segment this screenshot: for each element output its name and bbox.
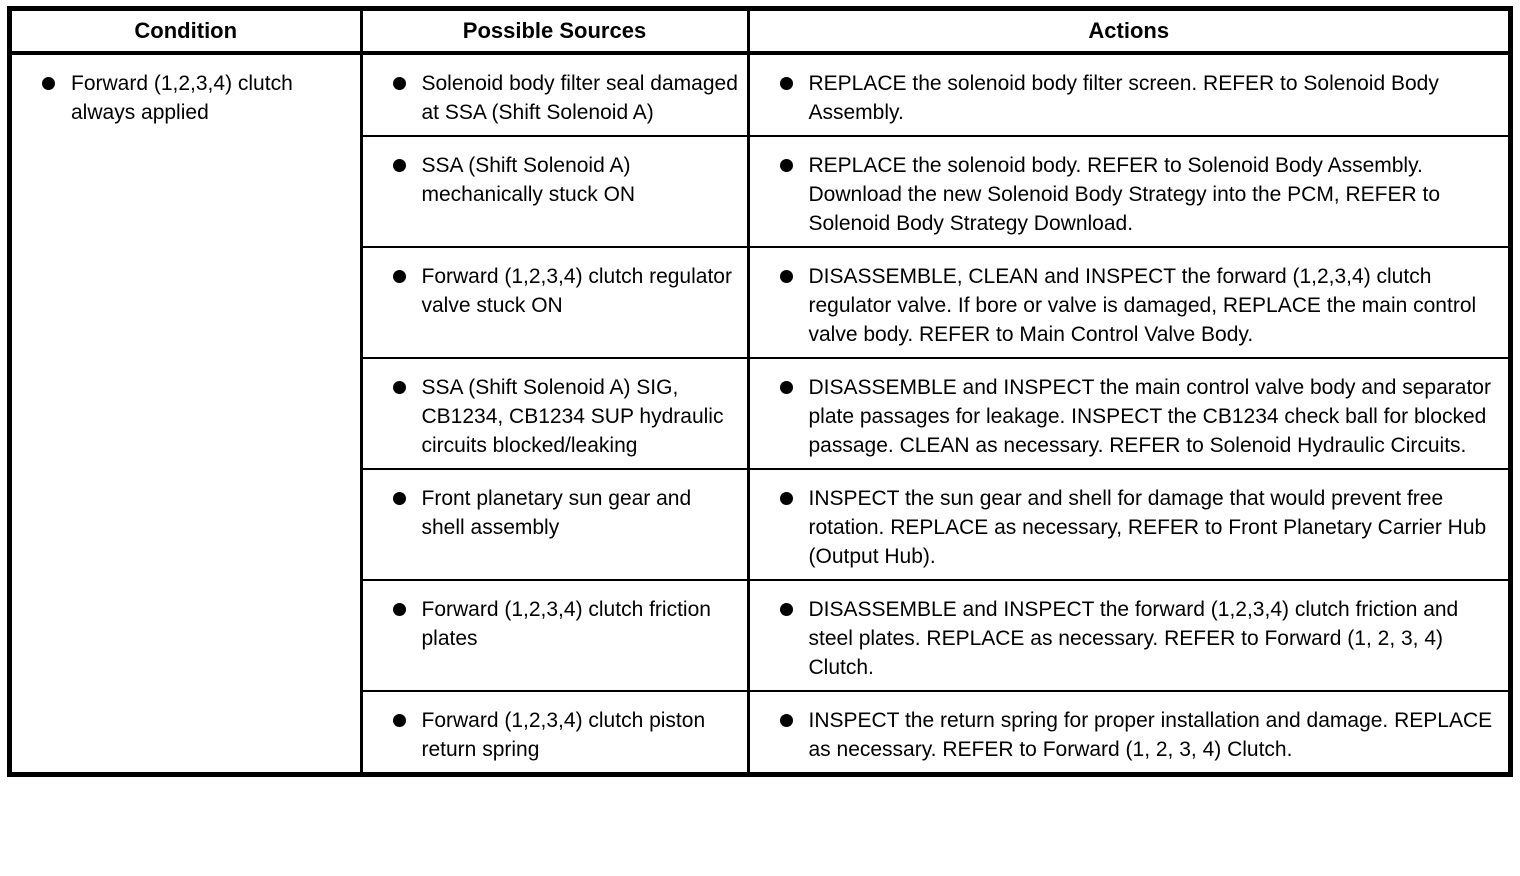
- table-row: Front planetary sun gear and shell assem…: [12, 468, 1508, 580]
- source-text: Forward (1,2,3,4) clutch regulator valve…: [421, 265, 732, 317]
- bullet-icon: [392, 77, 406, 90]
- bullet-icon: [779, 714, 793, 727]
- table-header-row: Condition Possible Sources Actions: [12, 11, 1508, 55]
- source-text: SSA (Shift Solenoid A) mechanically stuc…: [421, 154, 636, 206]
- action-cell: REPLACE the solenoid body. REFER to Sole…: [746, 135, 1508, 247]
- source-cell: Solenoid body filter seal damaged at SSA…: [359, 53, 748, 136]
- action-cell: DISASSEMBLE and INSPECT the forward (1,2…: [746, 579, 1508, 691]
- source-text: Forward (1,2,3,4) clutch friction plates: [421, 598, 711, 650]
- action-text: INSPECT the sun gear and shell for damag…: [808, 487, 1487, 568]
- action-text: REPLACE the solenoid body filter screen.…: [808, 72, 1439, 124]
- bullet-icon: [779, 381, 793, 394]
- condition-text: Forward (1,2,3,4) clutch always applied: [71, 72, 293, 124]
- action-text: DISASSEMBLE, CLEAN and INSPECT the forwa…: [808, 265, 1477, 346]
- action-cell: INSPECT the return spring for proper ins…: [746, 690, 1508, 772]
- diagnosis-table: Condition Possible Sources Actions Forwa…: [12, 11, 1508, 772]
- source-text: Solenoid body filter seal damaged at SSA…: [421, 72, 738, 124]
- column-header-actions: Actions: [746, 11, 1508, 55]
- table-row: Forward (1,2,3,4) clutch friction plates…: [12, 579, 1508, 691]
- column-header-condition: Condition: [12, 11, 361, 55]
- action-text: DISASSEMBLE and INSPECT the main control…: [808, 376, 1491, 457]
- action-cell: DISASSEMBLE and INSPECT the main control…: [746, 357, 1508, 469]
- source-cell: SSA (Shift Solenoid A) mechanically stuc…: [359, 135, 748, 247]
- bullet-icon: [779, 270, 793, 283]
- bullet-icon: [392, 714, 406, 727]
- source-cell: Forward (1,2,3,4) clutch friction plates: [359, 579, 748, 691]
- action-cell: REPLACE the solenoid body filter screen.…: [746, 53, 1508, 136]
- action-cell: DISASSEMBLE, CLEAN and INSPECT the forwa…: [746, 246, 1508, 358]
- bullet-icon: [392, 492, 406, 505]
- source-cell: Forward (1,2,3,4) clutch regulator valve…: [359, 246, 748, 358]
- bullet-icon: [779, 603, 793, 616]
- table-row: Forward (1,2,3,4) clutch piston return s…: [12, 690, 1508, 772]
- source-text: Front planetary sun gear and shell assem…: [421, 487, 692, 539]
- bullet-icon: [392, 603, 406, 616]
- bullet-icon: [779, 492, 793, 505]
- action-text: REPLACE the solenoid body. REFER to Sole…: [808, 154, 1441, 235]
- table-row: SSA (Shift Solenoid A) mechanically stuc…: [12, 135, 1508, 247]
- source-cell: SSA (Shift Solenoid A) SIG, CB1234, CB12…: [359, 357, 748, 469]
- source-cell: Front planetary sun gear and shell assem…: [359, 468, 748, 580]
- condition-cell: Forward (1,2,3,4) clutch always applied: [12, 53, 361, 772]
- table-row: Forward (1,2,3,4) clutch always applied …: [12, 53, 1508, 136]
- source-text: Forward (1,2,3,4) clutch piston return s…: [421, 709, 706, 761]
- source-cell: Forward (1,2,3,4) clutch piston return s…: [359, 690, 748, 772]
- action-cell: INSPECT the sun gear and shell for damag…: [746, 468, 1508, 580]
- bullet-icon: [779, 159, 793, 172]
- table-row: SSA (Shift Solenoid A) SIG, CB1234, CB12…: [12, 357, 1508, 469]
- bullet-icon: [392, 381, 406, 394]
- action-text: INSPECT the return spring for proper ins…: [808, 709, 1493, 761]
- action-text: DISASSEMBLE and INSPECT the forward (1,2…: [808, 598, 1459, 679]
- source-text: SSA (Shift Solenoid A) SIG, CB1234, CB12…: [421, 376, 724, 457]
- bullet-icon: [392, 270, 406, 283]
- column-header-possible-sources: Possible Sources: [359, 11, 748, 55]
- bullet-icon: [779, 77, 793, 90]
- document-page: Condition Possible Sources Actions Forwa…: [7, 6, 1513, 777]
- bullet-icon: [392, 159, 406, 172]
- table-row: Forward (1,2,3,4) clutch regulator valve…: [12, 246, 1508, 358]
- bullet-icon: [42, 77, 55, 90]
